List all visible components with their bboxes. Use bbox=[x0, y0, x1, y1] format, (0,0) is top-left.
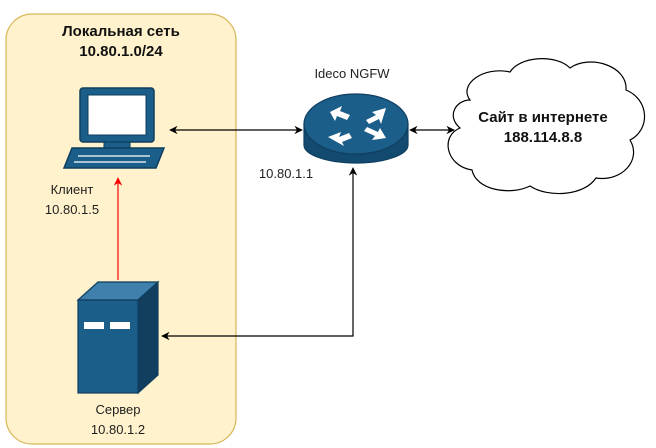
router-icon[interactable] bbox=[303, 93, 409, 164]
server-ip: 10.80.1.2 bbox=[91, 422, 145, 437]
cloud-icon[interactable] bbox=[447, 58, 646, 195]
internet-site-ip: 188.114.8.8 bbox=[504, 129, 582, 146]
link-server-router bbox=[161, 167, 358, 341]
gateway-name: Ideco NGFW bbox=[314, 66, 390, 81]
internet-site-name: Сайт в интернете bbox=[478, 109, 608, 126]
gateway-ip: 10.80.1.1 bbox=[259, 166, 313, 181]
desktop-computer-icon[interactable] bbox=[62, 87, 166, 169]
client-ip: 10.80.1.5 bbox=[45, 202, 99, 217]
local-network-subnet: 10.80.1.0/24 bbox=[79, 43, 163, 60]
local-network-title: Локальная сеть bbox=[62, 23, 180, 40]
client-name: Клиент bbox=[51, 182, 94, 197]
server-name: Сервер bbox=[95, 402, 140, 417]
server-tower-icon[interactable] bbox=[76, 280, 160, 395]
